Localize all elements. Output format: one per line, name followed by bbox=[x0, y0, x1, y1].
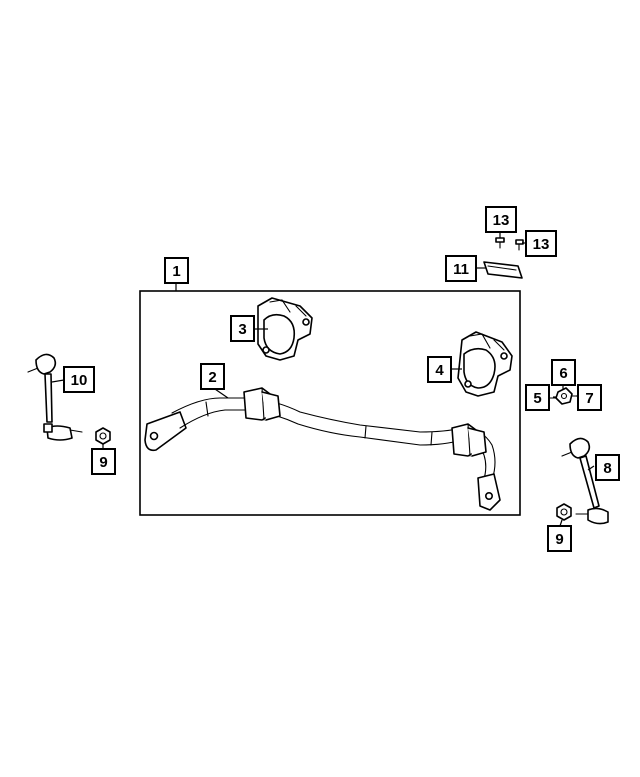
assembly-frame bbox=[139, 290, 521, 516]
bushing-retainer-right bbox=[457, 331, 513, 397]
callout-2: 2 bbox=[200, 363, 225, 390]
callout-label: 13 bbox=[493, 212, 510, 229]
callout-11: 11 bbox=[445, 255, 477, 282]
callout-label: 9 bbox=[555, 531, 563, 548]
screw-13a bbox=[495, 237, 505, 249]
callout-label: 5 bbox=[533, 390, 541, 407]
callout-label: 8 bbox=[603, 460, 611, 477]
callout-7: 7 bbox=[577, 384, 602, 411]
callout-9-right: 9 bbox=[547, 525, 572, 552]
callout-label: 4 bbox=[435, 362, 444, 379]
callout-5: 5 bbox=[525, 384, 550, 411]
callout-label: 1 bbox=[172, 263, 180, 280]
callout-label: 9 bbox=[99, 454, 107, 471]
callout-label: 2 bbox=[208, 369, 216, 386]
callout-label: 11 bbox=[453, 261, 469, 278]
callout-9-left: 9 bbox=[91, 448, 116, 475]
callout-label: 7 bbox=[585, 390, 593, 407]
callout-1: 1 bbox=[164, 257, 189, 284]
callout-13-right: 13 bbox=[525, 230, 557, 257]
screw-13b bbox=[515, 239, 524, 251]
hex-nut-left bbox=[95, 427, 111, 445]
callout-label: 3 bbox=[238, 321, 246, 338]
fastener-group bbox=[549, 387, 579, 405]
callout-label: 13 bbox=[533, 236, 550, 253]
callout-13-top: 13 bbox=[485, 206, 517, 233]
callout-label: 10 bbox=[71, 372, 88, 389]
hex-nut-right bbox=[556, 503, 572, 521]
callout-4: 4 bbox=[427, 356, 452, 383]
callout-6: 6 bbox=[551, 359, 576, 386]
callout-8: 8 bbox=[595, 454, 620, 481]
callout-label: 6 bbox=[559, 365, 567, 382]
shield bbox=[483, 261, 523, 279]
callout-3: 3 bbox=[230, 315, 255, 342]
bushing-retainer-left bbox=[257, 297, 313, 361]
callout-10: 10 bbox=[63, 366, 95, 393]
stabilizer-bar bbox=[144, 387, 501, 511]
stabilizer-link-right bbox=[561, 437, 609, 525]
stabilizer-link-left bbox=[27, 353, 83, 441]
